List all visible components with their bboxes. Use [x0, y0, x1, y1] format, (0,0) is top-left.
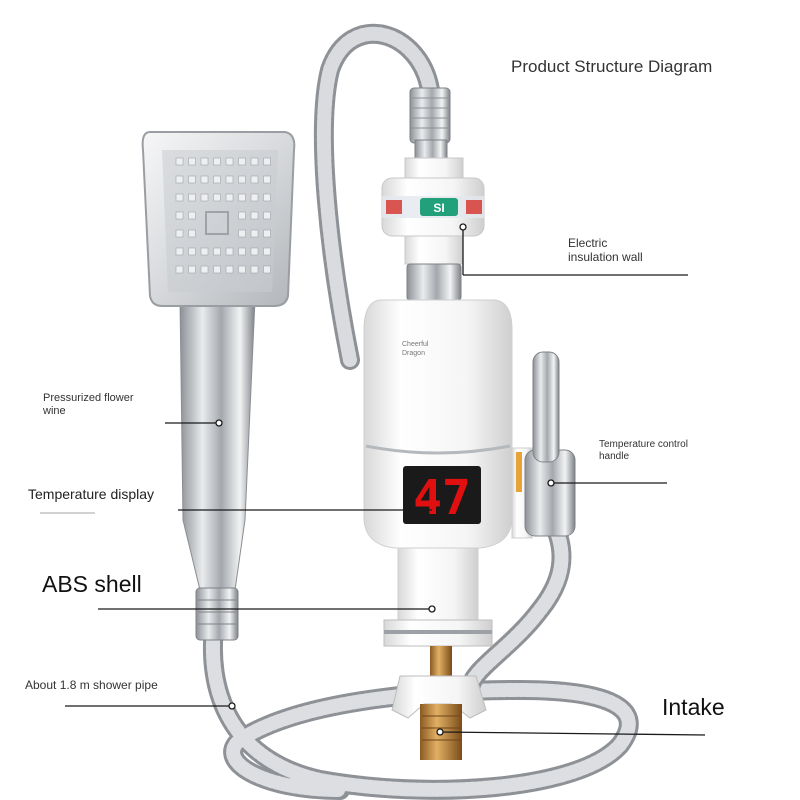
nozzle	[263, 193, 271, 202]
nozzle	[238, 175, 246, 184]
nozzle	[263, 157, 271, 166]
nozzle	[175, 247, 184, 256]
hose-connector	[409, 87, 451, 163]
nozzle	[225, 157, 234, 166]
label-electric-insulation-wall: Electric insulation wall	[568, 236, 643, 265]
label-shower-pipe: About 1.8 m shower pipe	[25, 678, 158, 692]
nozzle	[200, 193, 209, 202]
filter-band-text: SI	[433, 201, 444, 215]
leader-intake	[439, 731, 706, 736]
diagram-title: Product Structure Diagram	[511, 57, 713, 76]
label-abs-shell: ABS shell	[42, 571, 142, 597]
nozzle	[188, 175, 196, 184]
nozzle	[188, 265, 196, 274]
label-pressurized-flower-wine: Pressurized flower wine	[43, 392, 133, 418]
nozzle	[213, 193, 221, 202]
nozzle	[250, 211, 259, 220]
nozzle	[250, 193, 259, 202]
label-intake: Intake	[662, 694, 725, 720]
nozzle	[238, 193, 246, 202]
shower-head	[141, 131, 296, 307]
nozzle	[225, 175, 234, 184]
nozzle	[175, 175, 184, 184]
nozzle	[238, 265, 246, 274]
nozzle	[188, 193, 196, 202]
label-electric-insulation-wall-line-1: Electric	[568, 236, 608, 250]
nozzle	[200, 175, 209, 184]
nozzle	[213, 157, 221, 166]
brand-line-1: Cheerful	[402, 341, 429, 348]
nozzle	[250, 265, 259, 274]
label-temperature-control-handle: Temperature control handle	[599, 439, 688, 463]
nozzle	[175, 157, 184, 166]
shower-handle	[179, 299, 256, 641]
label-pressurized-flower-wine-line-1: Pressurized flower	[43, 392, 134, 404]
leader-lines	[40, 223, 706, 736]
nozzle	[188, 157, 196, 166]
nozzle	[175, 265, 184, 274]
nozzle	[200, 157, 209, 166]
nozzle	[238, 211, 246, 220]
nozzle	[263, 265, 271, 274]
nozzle-grid	[175, 157, 271, 274]
nozzle	[175, 211, 184, 220]
nozzle	[175, 193, 184, 202]
upper-hose	[313, 23, 440, 370]
nozzle	[238, 229, 246, 238]
label-temperature-control-handle-line-2: handle	[599, 451, 630, 462]
label-electric-insulation-wall-line-2: insulation wall	[568, 250, 643, 265]
nozzle	[238, 157, 246, 166]
nozzle	[188, 247, 196, 256]
nozzle	[263, 211, 271, 220]
nozzle	[250, 229, 259, 238]
nozzle	[225, 265, 234, 274]
nozzle	[175, 229, 184, 238]
nozzle	[213, 265, 221, 274]
nozzle	[250, 247, 259, 256]
nozzle	[238, 247, 246, 256]
nozzle	[188, 211, 196, 220]
heater-body: Cheerful Dragon 47	[363, 299, 513, 549]
temperature-readout: 47	[413, 470, 471, 526]
label-temperature-control-handle-line-1: Temperature control	[599, 439, 688, 450]
nozzle	[250, 157, 259, 166]
brand-line-2: Dragon	[402, 350, 425, 357]
lower-fittings	[383, 547, 493, 760]
nozzle	[200, 247, 209, 256]
nozzle	[263, 247, 271, 256]
label-temperature-display: Temperature display	[28, 486, 155, 502]
nozzle	[263, 229, 271, 238]
nozzle	[200, 265, 209, 274]
nozzle	[213, 175, 221, 184]
nozzle	[213, 247, 221, 256]
insulation-filter: SI	[381, 157, 485, 301]
control-handle	[511, 351, 576, 539]
nozzle	[225, 247, 234, 256]
nozzle	[188, 229, 196, 238]
nozzle	[263, 175, 271, 184]
nozzle	[250, 175, 259, 184]
nozzle	[225, 193, 234, 202]
label-pressurized-flower-wine-line-2: wine	[43, 405, 66, 418]
